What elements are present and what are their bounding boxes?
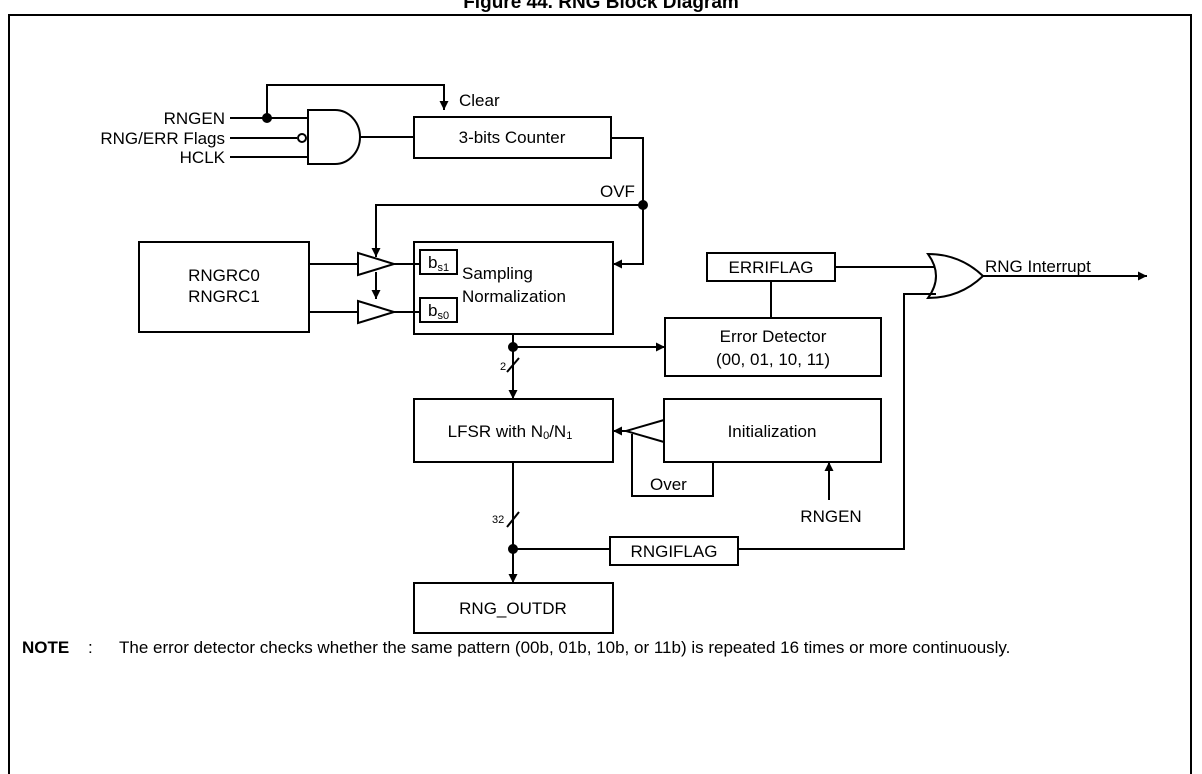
rng-interrupt-label: RNG Interrupt — [985, 257, 1091, 276]
buffer-2 — [357, 299, 398, 325]
normalization-label: Normalization — [462, 287, 566, 306]
or-gate — [926, 252, 985, 300]
over-loop-line — [631, 434, 714, 497]
outdr-box — [413, 582, 614, 634]
bs1-label: bs1 — [428, 253, 449, 274]
note-label: NOTE — [22, 638, 70, 657]
error-detector-line2: (00, 01, 10, 11) — [716, 350, 830, 369]
figure-title: Figure 44. RNG Block Diagram — [463, 0, 739, 13]
figure-frame — [8, 14, 1192, 774]
buffer-1 — [357, 251, 398, 277]
rngiflag-to-or-line — [738, 293, 936, 550]
rngen-input-label: RNGEN — [164, 109, 225, 128]
clear-line — [266, 84, 449, 118]
ovf-label: OVF — [600, 182, 635, 201]
bus-slash-32 — [506, 511, 520, 528]
over-label: Over — [650, 475, 687, 494]
bs0-label: bs0 — [428, 301, 449, 322]
ovf-line — [371, 204, 643, 257]
flags-input-label: RNG/ERR Flags — [100, 129, 225, 148]
sampling-label: Sampling — [462, 264, 533, 283]
error-detector-box — [664, 317, 882, 377]
rngiflag-box — [609, 536, 739, 566]
note-text: The error detector checks whether the sa… — [119, 638, 1011, 657]
counter-to-sampling-line — [611, 137, 644, 269]
rngiflag-label: RNGIFLAG — [631, 542, 718, 561]
outdr-label: RNG_OUTDR — [459, 599, 567, 618]
bs0-box — [419, 297, 458, 323]
bus-width-2: 2 — [500, 361, 506, 373]
rng-block-diagram: RNGEN RNG/ERR Flags HCLK Clear 3-bits Co… — [100, 84, 1147, 634]
lfsr-label: LFSR with N0/N1 — [448, 422, 573, 442]
clear-label: Clear — [459, 91, 500, 110]
init-buffer — [622, 418, 665, 444]
counter-label: 3-bits Counter — [459, 128, 566, 147]
bus-slash-2 — [506, 357, 520, 373]
rngen-bottom-label: RNGEN — [800, 507, 861, 526]
erriflag-label: ERRIFLAG — [728, 258, 813, 277]
inverter-bubble — [297, 133, 307, 143]
hclk-input-label: HCLK — [180, 148, 226, 167]
bus-width-32: 32 — [492, 514, 504, 526]
initialization-label: Initialization — [728, 422, 817, 441]
rngrc-line2: RNGRC1 — [188, 287, 260, 306]
and-gate — [307, 109, 361, 165]
rngrc-box — [138, 241, 310, 333]
rngrc-line1: RNGRC0 — [188, 266, 260, 285]
note-colon: : — [88, 638, 93, 657]
error-detector-line1: Error Detector — [720, 327, 827, 346]
bs1-box — [419, 249, 458, 275]
